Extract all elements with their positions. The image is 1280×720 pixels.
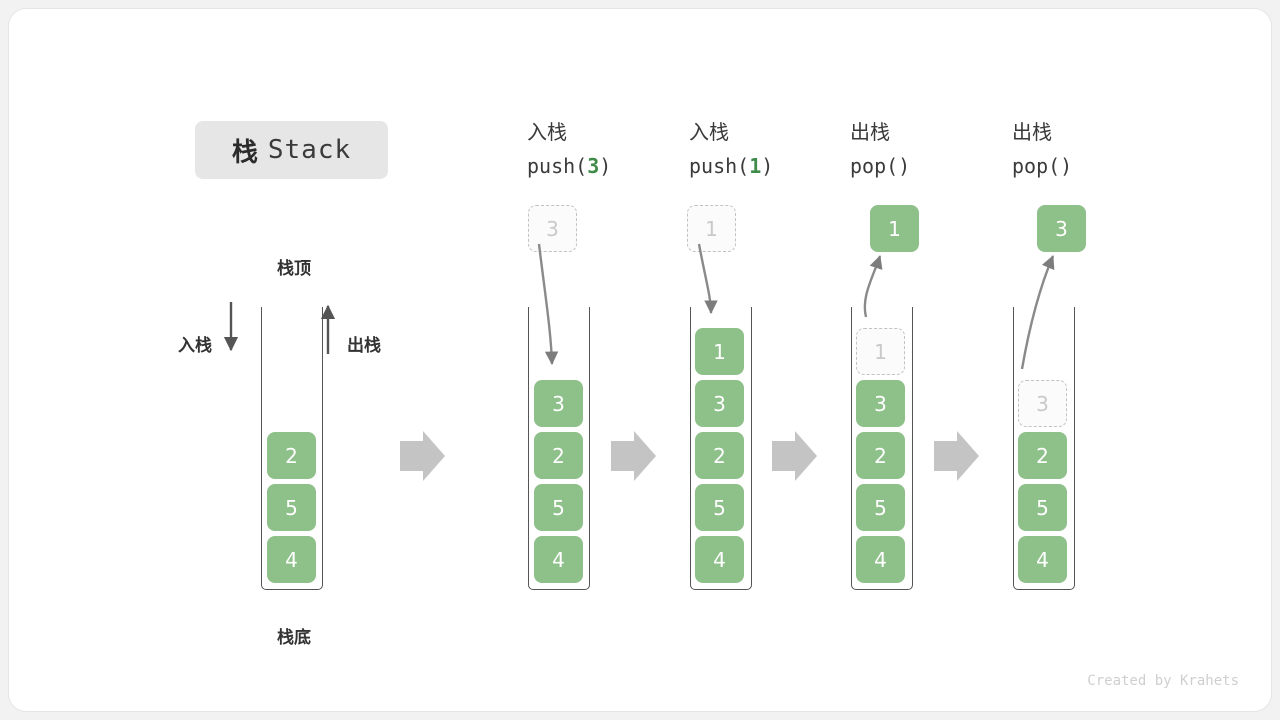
watermark: Created by Krahets	[1087, 673, 1239, 689]
code-arg: 3	[587, 154, 600, 178]
stage-heading-code: pop()	[1012, 149, 1072, 183]
stage-separator-arrow	[934, 431, 979, 481]
stage-heading-cn: 出栈	[1012, 120, 1052, 144]
stage-heading-pop-3: 出栈 pop()	[1012, 115, 1072, 183]
arrow-overlay	[223, 243, 1055, 481]
diagram-card: 栈 Stack 栈顶 栈底 入栈 出栈 入栈 push(3) 入栈 push(1…	[8, 8, 1272, 712]
stage-heading-cn: 出栈	[850, 120, 890, 144]
stack-cell: 5	[534, 484, 583, 531]
title-badge: 栈 Stack	[195, 121, 388, 179]
title-en: Stack	[267, 135, 352, 165]
stack-cell: 4	[856, 536, 905, 583]
floating-cell-pop-1: 1	[870, 205, 919, 252]
stack-cell: 2	[856, 432, 905, 479]
stage-heading-code: push(3)	[527, 149, 611, 183]
stage-heading-push-3: 入栈 push(3)	[527, 115, 611, 183]
stack-cell: 2	[695, 432, 744, 479]
code-suffix: )	[898, 154, 911, 178]
code-prefix: push(	[527, 154, 588, 178]
code-prefix: pop(	[1012, 154, 1061, 178]
stack-cell: 5	[695, 484, 744, 531]
floating-cell-push-1: 1	[687, 205, 736, 252]
code-suffix: )	[761, 154, 774, 178]
code-suffix: )	[1060, 154, 1073, 178]
stack-cell: 2	[534, 432, 583, 479]
push-1-flow-arrow	[697, 243, 718, 314]
stack-cell: 3	[856, 380, 905, 427]
stack-cell-removed: 1	[856, 328, 905, 375]
push-side-label: 入栈	[178, 336, 212, 356]
stack-frame-initial	[261, 307, 323, 590]
stack-cell: 5	[856, 484, 905, 531]
stack-cell: 4	[1018, 536, 1067, 583]
code-prefix: pop(	[850, 154, 899, 178]
stack-top-label: 栈顶	[277, 259, 311, 279]
stage-heading-cn: 入栈	[689, 120, 729, 144]
title-cn: 栈	[231, 137, 258, 168]
stack-frame-push-1	[690, 307, 752, 590]
stack-cell: 1	[695, 328, 744, 375]
stage-heading-code: push(1)	[689, 149, 773, 183]
stack-cell: 3	[695, 380, 744, 427]
stage-heading-pop-1: 出栈 pop()	[850, 115, 910, 183]
code-prefix: push(	[689, 154, 750, 178]
stack-cell: 5	[267, 484, 316, 531]
code-suffix: )	[599, 154, 612, 178]
stack-cell: 2	[1018, 432, 1067, 479]
floating-cell-push-3: 3	[528, 205, 577, 252]
stack-cell: 5	[1018, 484, 1067, 531]
pop-side-label: 出栈	[347, 336, 381, 356]
stack-cell: 2	[267, 432, 316, 479]
stack-frame-pop-3	[1013, 307, 1075, 590]
stack-frame-pop-1	[851, 307, 913, 590]
stage-separator-arrow	[611, 431, 656, 481]
stack-cell: 4	[695, 536, 744, 583]
stage-separator-arrow	[772, 431, 817, 481]
floating-cell-pop-3: 3	[1037, 205, 1086, 252]
stack-bottom-label: 栈底	[277, 628, 311, 648]
code-arg: 1	[749, 154, 762, 178]
stack-cell: 3	[534, 380, 583, 427]
stage-heading-code: pop()	[850, 149, 910, 183]
stage-separator-arrow	[400, 431, 445, 481]
stack-cell: 4	[267, 536, 316, 583]
stage-heading-cn: 入栈	[527, 120, 567, 144]
stage-heading-push-1: 入栈 push(1)	[689, 115, 773, 183]
stack-cell-removed: 3	[1018, 380, 1067, 427]
stack-frame-push-3	[528, 307, 590, 590]
stack-cell: 4	[534, 536, 583, 583]
